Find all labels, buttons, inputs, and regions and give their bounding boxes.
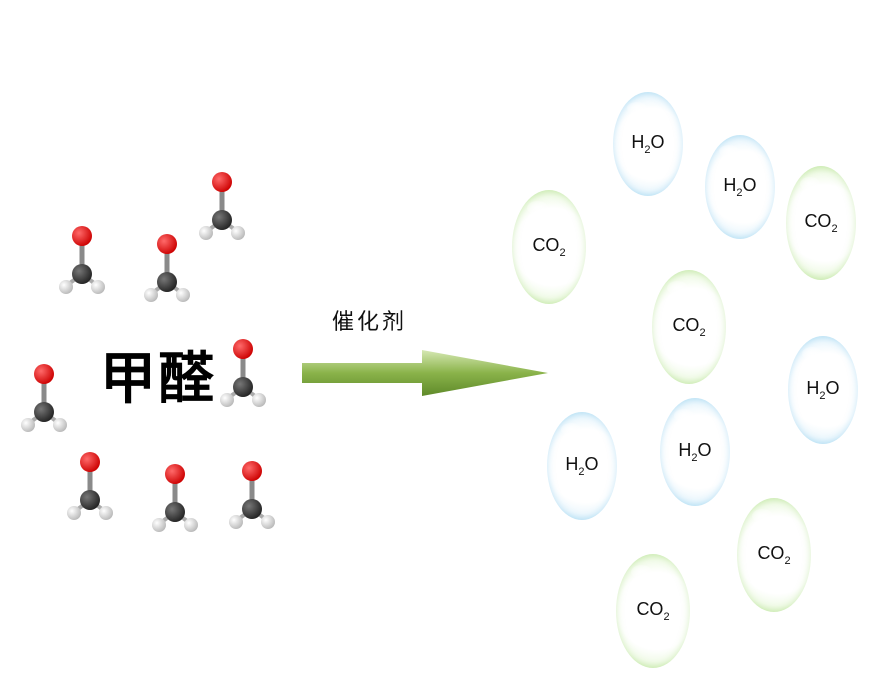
catalyst-label: 催化剂 [332,310,408,335]
bubble-highlight [527,201,548,215]
co2-bubble: CO2 [652,270,726,384]
h2o-bubble: H2O [613,92,683,196]
bubble-highlight [561,423,581,436]
co2-bubble: CO2 [786,166,856,280]
bubble-highlight [719,145,739,157]
bubble-highlight [752,509,773,523]
bubble-highlight [667,281,688,295]
co2-bubble: CO2 [737,498,811,612]
h2o-bubble: H2O [788,336,858,444]
co2-bubble: CO2 [512,190,586,304]
reaction-arrow [300,348,550,398]
bubble-highlight [631,565,652,579]
h2o-bubble: H2O [547,412,617,520]
formaldehyde-molecule [192,168,252,248]
formaldehyde-molecule [137,230,197,310]
bubble-highlight [674,409,694,422]
formaldehyde-molecule [60,448,120,528]
bubble-highlight [802,347,822,360]
bubble-highlight [627,102,647,114]
formaldehyde-molecule [213,335,273,415]
bubble-highlight [800,177,820,191]
formaldehyde-label: 甲醛 [100,347,216,412]
formaldehyde-molecule [14,360,74,440]
formaldehyde-molecule [145,460,205,540]
h2o-bubble: H2O [705,135,775,239]
co2-bubble: CO2 [616,554,690,668]
h2o-bubble: H2O [660,398,730,506]
formaldehyde-molecule [52,222,112,302]
formaldehyde-molecule [222,457,282,537]
